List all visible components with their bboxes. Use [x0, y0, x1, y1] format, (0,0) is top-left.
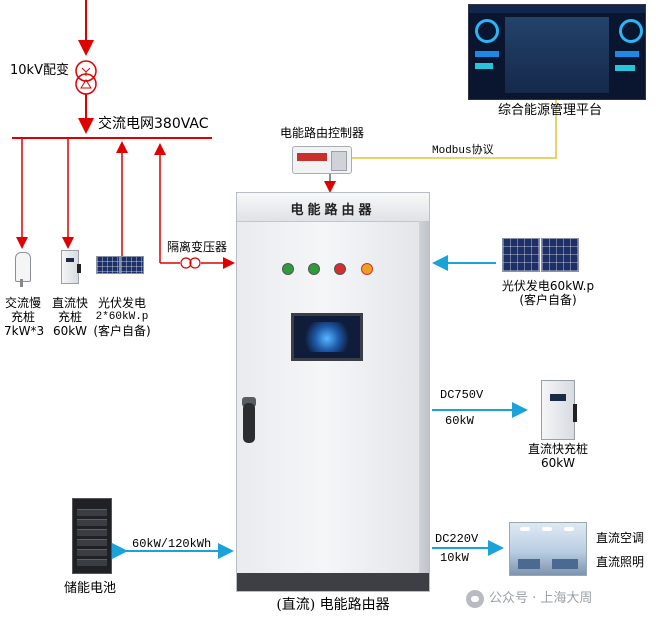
green-lamp-icon [308, 263, 320, 275]
hmi-touchscreen [291, 313, 363, 361]
door-handle-icon [243, 403, 255, 443]
controller-label: 电能路由控制器 [280, 126, 365, 140]
energy-router-cabinet: 电能路由器 [236, 192, 430, 592]
pv-right-label: 光伏发电60kW.p (客户自备) [501, 279, 595, 307]
emergency-stop-icon [361, 263, 373, 275]
ac-slow-charger-label: 交流慢 充桩 7kW*3 [4, 296, 45, 338]
isolation-transformer-label: 隔离变压器 [167, 240, 228, 254]
router-controller-device [292, 146, 352, 174]
cabinet-title: 电能路由器 [290, 203, 376, 218]
storage-label: 储能电池 [64, 581, 117, 596]
dc220-power-label: 10kW [440, 551, 469, 565]
office-photo [509, 522, 587, 576]
ac-slow-charger-icon [15, 252, 31, 282]
storage-link-label: 60kW/120kWh [132, 537, 212, 551]
pv-left-label: 光伏发电 2*60kW.p (客户自备) [93, 296, 151, 338]
dc-fast-charger-right-label: 直流快充桩 60kW [527, 442, 588, 470]
pv-right-panel-a-icon [502, 238, 540, 272]
energy-platform-screenshot [468, 4, 646, 100]
dc-ac-label: 直流空调 [596, 531, 645, 545]
isolation-transformer-icon [180, 257, 201, 269]
dc220-label: DC220V [435, 532, 479, 546]
dc750-power-label: 60kW [445, 414, 474, 428]
dc-fast-charger-right-icon [541, 380, 577, 440]
wechat-icon [466, 590, 484, 608]
pv-left-panel-a-icon [96, 256, 120, 274]
pv-right-panel-b-icon [541, 238, 579, 272]
modbus-label: Modbus协议 [432, 145, 494, 157]
dc-lighting-label: 直流照明 [596, 555, 645, 569]
watermark-text: 公众号 · 上海大周 [489, 591, 593, 606]
modbus-link-line [350, 100, 557, 159]
pv-left-panel-b-icon [120, 256, 144, 274]
green-lamp-icon [282, 263, 294, 275]
platform-label: 综合能源管理平台 [498, 103, 603, 118]
dc-fast-charger-left-label: 直流快 充桩 60kW [51, 296, 88, 338]
dc-fast-charger-left-icon [61, 250, 81, 284]
ac-grid-label: 交流电网380VAC [98, 116, 209, 132]
transformer-10kv-label: 10kV配变 [10, 63, 69, 78]
storage-battery-icon [72, 498, 112, 574]
dc750-label: DC750V [440, 388, 484, 402]
red-lamp-icon [334, 263, 346, 275]
router-caption: (直流) 电能路由器 [276, 597, 390, 613]
transformer-symbol-icon [75, 60, 97, 95]
